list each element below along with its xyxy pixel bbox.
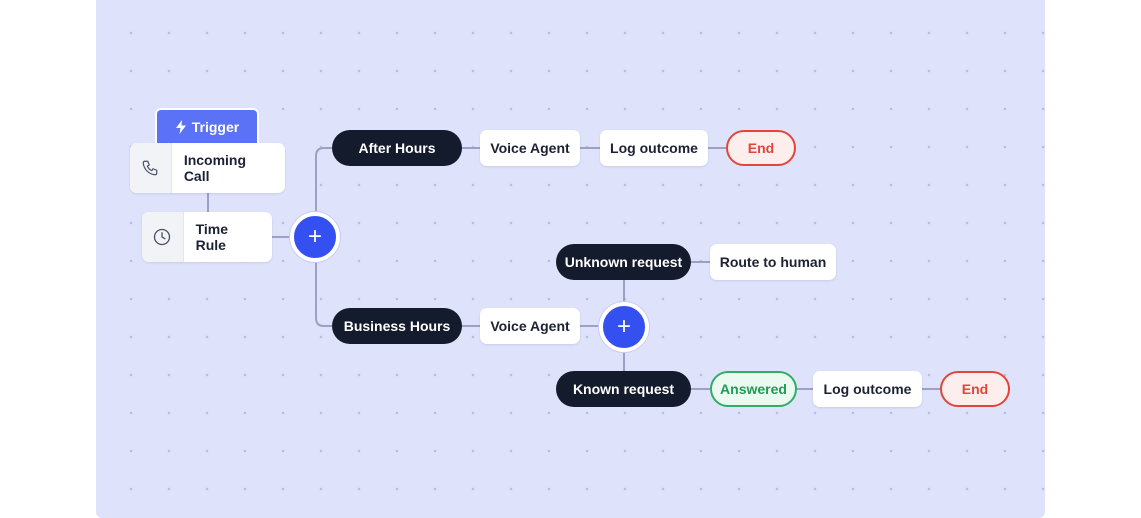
known-request-label: Known request bbox=[572, 381, 675, 397]
trigger-tab[interactable]: Trigger bbox=[155, 108, 259, 144]
unknown-request-node[interactable]: Unknown request bbox=[556, 244, 691, 280]
business-hours-voice-agent-node[interactable]: Voice Agent bbox=[480, 308, 580, 344]
phone-icon-cell bbox=[130, 143, 172, 193]
route-to-human-label: Route to human bbox=[719, 254, 827, 270]
incoming-call-node[interactable]: Incoming Call bbox=[130, 143, 285, 193]
after-hours-end-node[interactable]: End bbox=[726, 130, 796, 166]
voice-agent-label: Voice Agent bbox=[490, 140, 570, 156]
bolt-icon bbox=[175, 120, 186, 134]
route-to-human-node[interactable]: Route to human bbox=[710, 244, 836, 280]
plus-icon: + bbox=[307, 223, 322, 250]
business-hours-label: Business Hours bbox=[343, 318, 451, 334]
after-hours-voice-agent-node[interactable]: Voice Agent bbox=[480, 130, 580, 166]
workflow-canvas: Trigger Incoming Call Time Rule + After … bbox=[96, 0, 1045, 518]
clock-icon bbox=[154, 228, 171, 246]
log-outcome-label: Log outcome bbox=[610, 140, 698, 156]
known-end-node[interactable]: End bbox=[940, 371, 1010, 407]
end-label: End bbox=[747, 140, 775, 156]
clock-icon-cell bbox=[142, 212, 184, 262]
known-request-node[interactable]: Known request bbox=[556, 371, 691, 407]
time-rule-label: Time Rule bbox=[195, 221, 229, 253]
log-outcome-label: Log outcome bbox=[823, 381, 912, 397]
phone-icon bbox=[143, 160, 158, 176]
business-hours-node[interactable]: Business Hours bbox=[332, 308, 462, 344]
trigger-tab-label: Trigger bbox=[191, 119, 240, 135]
after-hours-node[interactable]: After Hours bbox=[332, 130, 462, 166]
add-branch-button[interactable]: + bbox=[290, 212, 340, 262]
answered-node[interactable]: Answered bbox=[710, 371, 797, 407]
unknown-request-label: Unknown request bbox=[564, 254, 683, 270]
plus-icon: + bbox=[616, 313, 631, 340]
answered-label: Answered bbox=[720, 381, 787, 397]
after-hours-label: After Hours bbox=[358, 140, 436, 156]
time-rule-node[interactable]: Time Rule bbox=[142, 212, 272, 262]
after-hours-log-outcome-node[interactable]: Log outcome bbox=[600, 130, 708, 166]
incoming-call-label: Incoming Call bbox=[183, 152, 247, 184]
end-label: End bbox=[961, 381, 989, 397]
add-request-branch-button[interactable]: + bbox=[599, 302, 649, 352]
known-log-outcome-node[interactable]: Log outcome bbox=[813, 371, 922, 407]
voice-agent-label: Voice Agent bbox=[490, 318, 570, 334]
